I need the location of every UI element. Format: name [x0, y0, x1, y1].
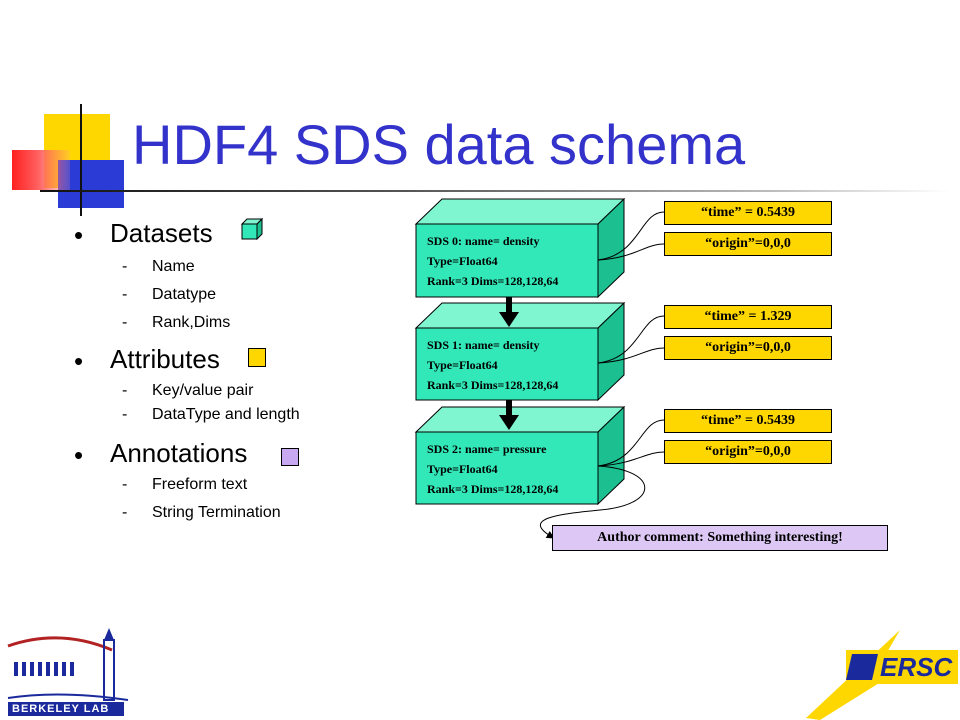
attr-origin-sds1: “origin”=0,0,0	[664, 336, 832, 360]
attr-connectors	[597, 211, 665, 467]
sds0-line2: Type=Float64	[427, 254, 498, 268]
sds1-line2: Type=Float64	[427, 358, 498, 372]
attr-origin-sds0: “origin”=0,0,0	[664, 232, 832, 256]
sub-dash: -	[122, 382, 128, 399]
bullet-dot: •	[74, 346, 84, 376]
dataset-cube-icon	[241, 218, 263, 240]
bullet-annotations: Annotations	[110, 438, 248, 468]
sub-item: Freeform text	[152, 476, 248, 493]
nersc-label: ERSC	[880, 652, 953, 682]
sub-dash: -	[122, 258, 128, 275]
arrow-sds1-to-sds2	[499, 400, 519, 430]
sub-dash: -	[122, 504, 128, 521]
sds2-line2: Type=Float64	[427, 462, 498, 476]
sub-dash: -	[122, 286, 128, 303]
sub-item: Name	[152, 258, 195, 275]
sds0-line1: SDS 0: name= density	[427, 234, 540, 248]
sub-item: DataType and length	[152, 406, 300, 423]
attr-time-sds0: “time” = 0.5439	[664, 201, 832, 225]
sds-cube-0	[414, 197, 626, 299]
berkeley-lab-logo	[7, 628, 129, 716]
bullet-datasets: Datasets	[110, 218, 213, 248]
sds0-line3: Rank=3 Dims=128,128,64	[427, 274, 559, 288]
attr-origin-sds2: “origin”=0,0,0	[664, 440, 832, 464]
decor-vertical-line	[80, 104, 82, 216]
attribute-square-icon	[248, 348, 266, 367]
arrow-sds0-to-sds1	[499, 297, 519, 327]
nersc-logo	[806, 630, 958, 720]
sub-dash: -	[122, 314, 128, 331]
sds-cube-1	[414, 301, 626, 402]
attr-time-sds2: “time” = 0.5439	[664, 409, 832, 433]
sub-dash: -	[122, 406, 128, 423]
bullet-dot: •	[74, 220, 84, 250]
sub-dash: -	[122, 476, 128, 493]
sds-cube-2	[414, 405, 626, 506]
decor-red-square	[12, 150, 70, 190]
attr-time-sds1: “time” = 1.329	[664, 305, 832, 329]
page-title: HDF4 SDS data schema	[132, 113, 746, 176]
decor-horizontal-line	[40, 190, 950, 192]
bullet-dot: •	[74, 440, 84, 470]
sds2-line1: SDS 2: name= pressure	[427, 442, 547, 456]
annotation-square-icon	[281, 448, 299, 466]
sds2-line3: Rank=3 Dims=128,128,64	[427, 482, 559, 496]
sds1-line3: Rank=3 Dims=128,128,64	[427, 378, 559, 392]
comment-connector	[539, 465, 646, 539]
sub-item: Rank,Dims	[152, 314, 231, 331]
sub-item: Datatype	[152, 286, 217, 303]
sub-item: Key/value pair	[152, 382, 254, 399]
sub-item: String Termination	[152, 504, 281, 521]
author-comment-box: Author comment: Something interesting!	[552, 525, 888, 551]
berkeley-lab-label: BERKELEY LAB	[12, 703, 110, 715]
bullet-attributes: Attributes	[110, 344, 220, 374]
sds1-line1: SDS 1: name= density	[427, 338, 540, 352]
